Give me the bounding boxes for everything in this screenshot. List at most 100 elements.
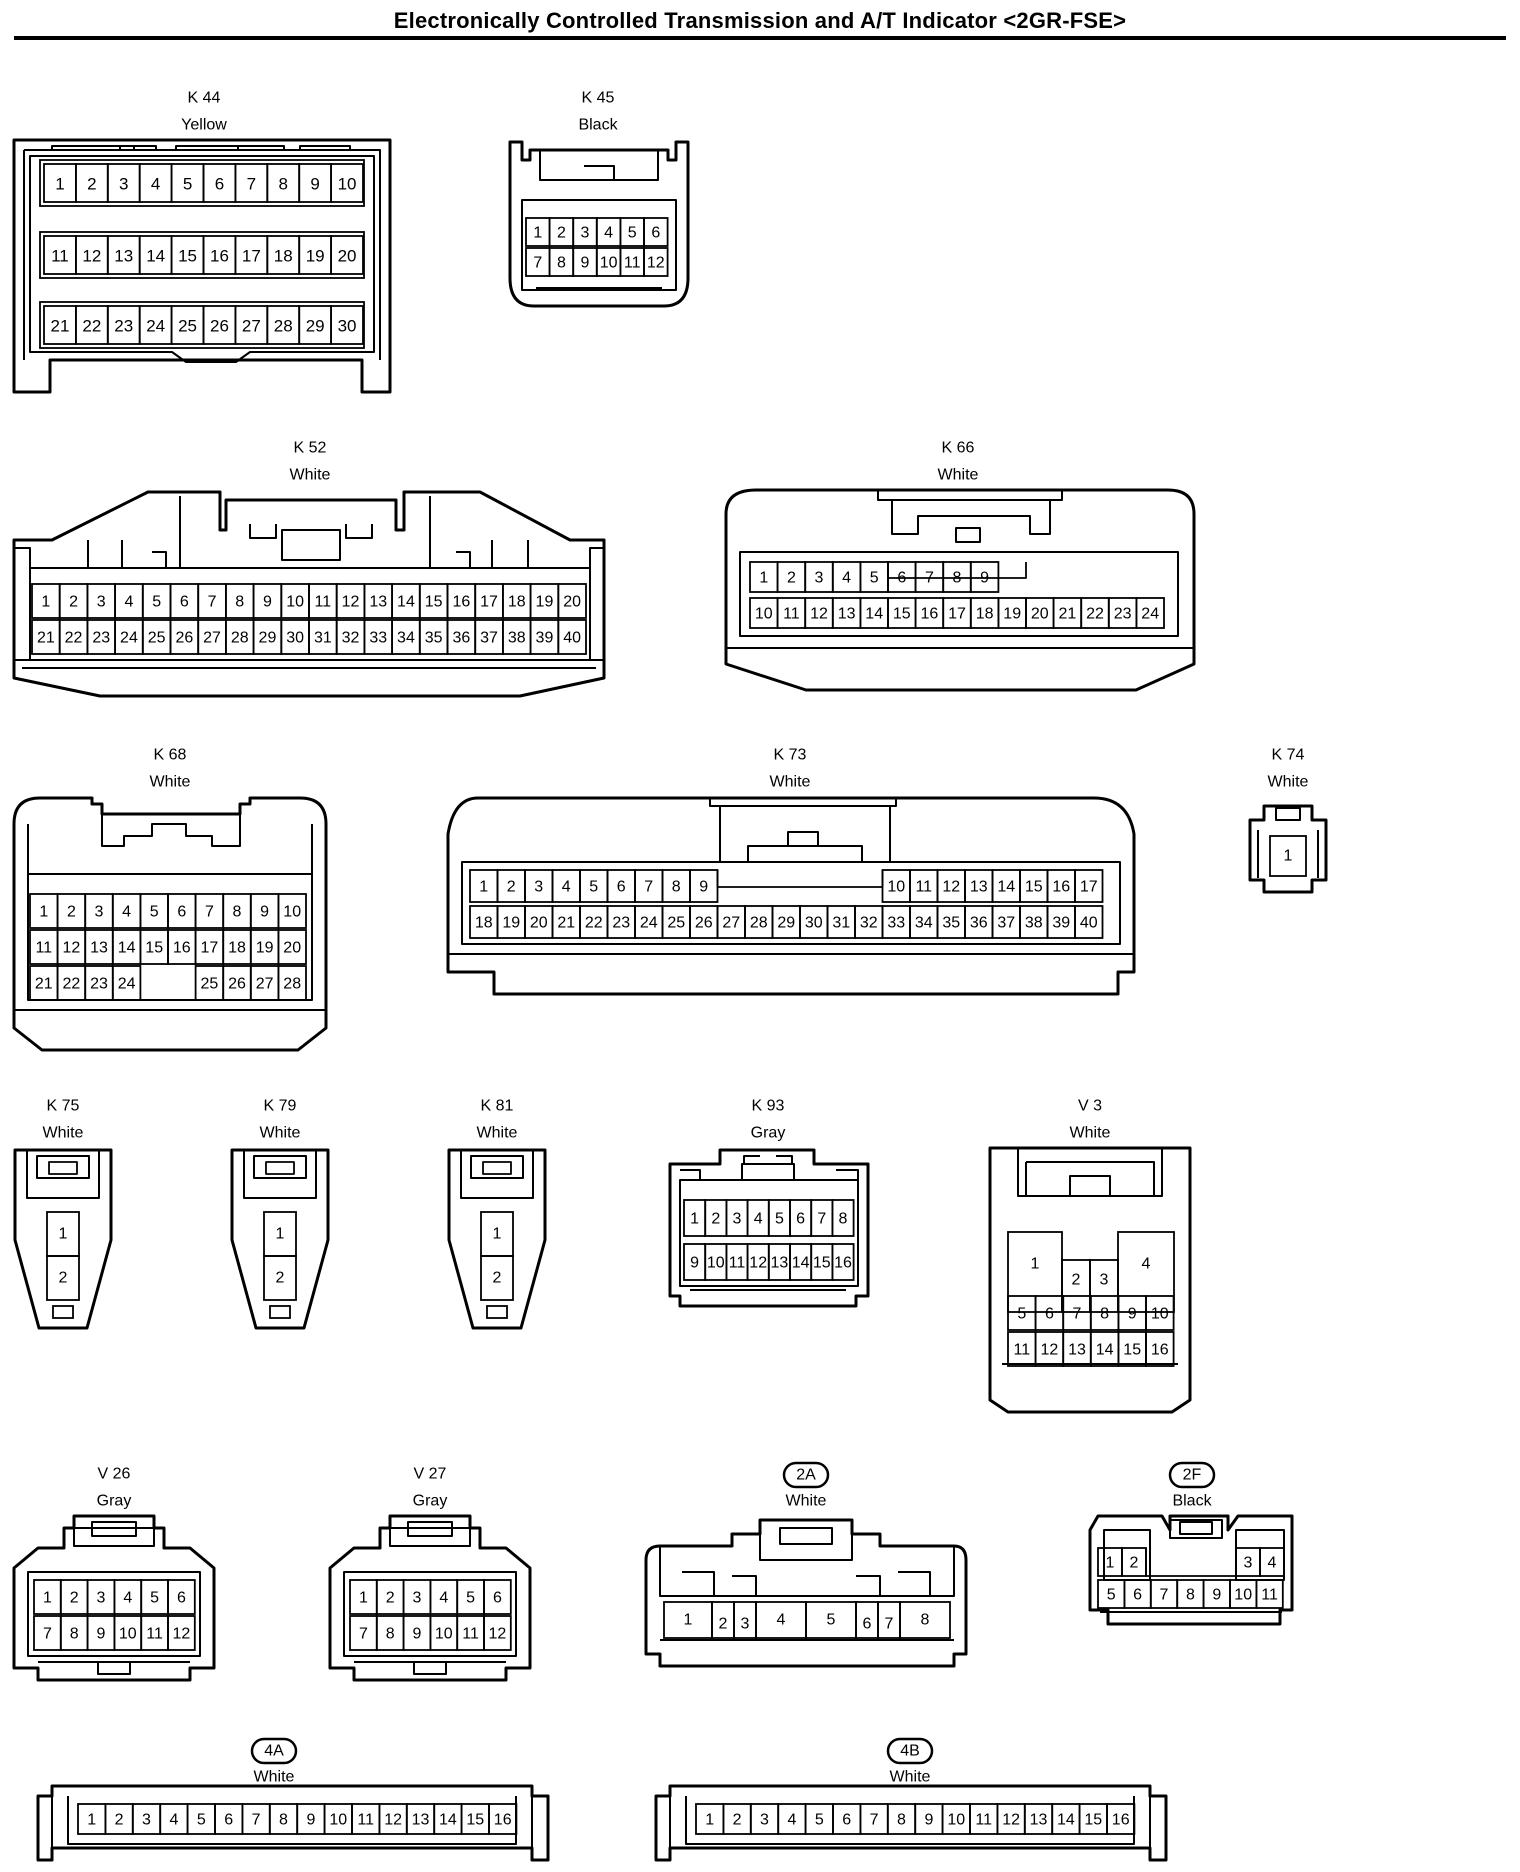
pin-number: 30 [286, 630, 304, 647]
connector-header: K 79 White [260, 1098, 301, 1142]
pin-number: 24 [640, 915, 658, 932]
connector-id: 4A [264, 1743, 284, 1760]
pin-number: 3 [581, 225, 590, 242]
pin-number: 7 [870, 1812, 879, 1829]
pin-number: 15 [425, 594, 443, 611]
pin-number: 4 [787, 1812, 796, 1829]
pin-number: 4 [562, 879, 571, 896]
connector-id: K 79 [264, 1098, 297, 1115]
connector-id: V 3 [1078, 1098, 1102, 1115]
pin-number: 10 [600, 255, 618, 272]
pin-number: 7 [208, 594, 217, 611]
pin-number: 27 [242, 317, 261, 336]
pin-number: 1 [59, 1226, 68, 1243]
connector-color: Yellow [181, 117, 227, 134]
pin-number: 4 [754, 1211, 763, 1228]
pin-number: 26 [175, 630, 193, 647]
pin-number: 6 [842, 1812, 851, 1829]
pin-number: 13 [114, 247, 133, 266]
pin-number: 40 [563, 630, 581, 647]
pin-number: 1 [39, 904, 48, 921]
pin-number: 13 [1030, 1812, 1048, 1829]
pin-number: 8 [279, 175, 288, 194]
pin-number: 19 [502, 915, 520, 932]
pin-number: 16 [921, 606, 939, 623]
pin-number: 11 [35, 940, 52, 957]
pin-number: 8 [921, 1612, 930, 1629]
pin-number: 4 [151, 175, 160, 194]
connector-color: White [786, 1493, 827, 1510]
pin-number: 5 [197, 1812, 206, 1829]
pin-number: 10 [286, 594, 304, 611]
pin-number: 2 [557, 225, 566, 242]
pin-number: 24 [120, 630, 138, 647]
pin-number: 12 [82, 247, 101, 266]
connector-color: White [1070, 1125, 1111, 1142]
pin-number: 4 [123, 1590, 132, 1607]
pin-number: 31 [314, 630, 332, 647]
pin-number: 13 [838, 606, 856, 623]
pin-number: 8 [1100, 1306, 1109, 1323]
pin-number: 4 [1268, 1555, 1277, 1572]
pin-number: 6 [177, 1590, 186, 1607]
pin-number: 27 [722, 915, 740, 932]
pin-number: 3 [534, 879, 543, 896]
pin-number: 7 [359, 1626, 368, 1643]
pin-number: 37 [480, 630, 498, 647]
pin-number: 20 [1031, 606, 1049, 623]
pin-number: 14 [865, 606, 883, 623]
pin-number: 2 [69, 594, 78, 611]
pin-number: 22 [585, 915, 603, 932]
pin-number: 5 [150, 1590, 159, 1607]
pin-number: 16 [834, 1255, 852, 1272]
pin-number: 18 [508, 594, 526, 611]
connector-header: V 3 White [1070, 1098, 1111, 1142]
pin-number: 12 [1041, 1342, 1059, 1359]
pin-number: 6 [651, 225, 660, 242]
pin-number: 31 [832, 915, 850, 932]
pin-number: 3 [97, 1590, 106, 1607]
pin-number: 12 [489, 1626, 507, 1643]
pin-number: 21 [1059, 606, 1077, 623]
pin-number: 11 [975, 1812, 992, 1829]
pin-number: 2 [276, 1270, 285, 1287]
pin-number: 2 [1130, 1555, 1139, 1572]
pin-number: 21 [50, 317, 69, 336]
pin-number: 1 [533, 225, 542, 242]
pin-number: 16 [452, 594, 470, 611]
pin-number: 7 [43, 1626, 52, 1643]
pin-number: 8 [386, 1626, 395, 1643]
connector-color: White [260, 1125, 301, 1142]
pin-number: 29 [259, 630, 277, 647]
pin-number: 16 [1112, 1812, 1130, 1829]
pin-number: 21 [557, 915, 575, 932]
pin-number: 1 [55, 175, 64, 194]
pin-number: 12 [173, 1626, 191, 1643]
pin-number: 9 [310, 175, 319, 194]
pin-number: 3 [733, 1211, 742, 1228]
pin-number: 1 [87, 1812, 96, 1829]
pin-number: 27 [203, 630, 221, 647]
title-rule [14, 36, 1506, 40]
pin-number: 10 [119, 1626, 137, 1643]
pin-number: 14 [997, 879, 1015, 896]
pin-number: 15 [145, 940, 163, 957]
pin-number: 15 [893, 606, 911, 623]
pin-number: 13 [90, 940, 108, 957]
pin-number: 40 [1080, 915, 1098, 932]
pin-number: 4 [777, 1612, 786, 1629]
pin-number: 11 [1261, 1587, 1278, 1604]
pin-number: 5 [152, 594, 161, 611]
pin-number: 39 [1052, 915, 1070, 932]
pin-number: 11 [915, 879, 932, 896]
pin-number: 5 [827, 1612, 836, 1629]
pin-number: 5 [775, 1211, 784, 1228]
